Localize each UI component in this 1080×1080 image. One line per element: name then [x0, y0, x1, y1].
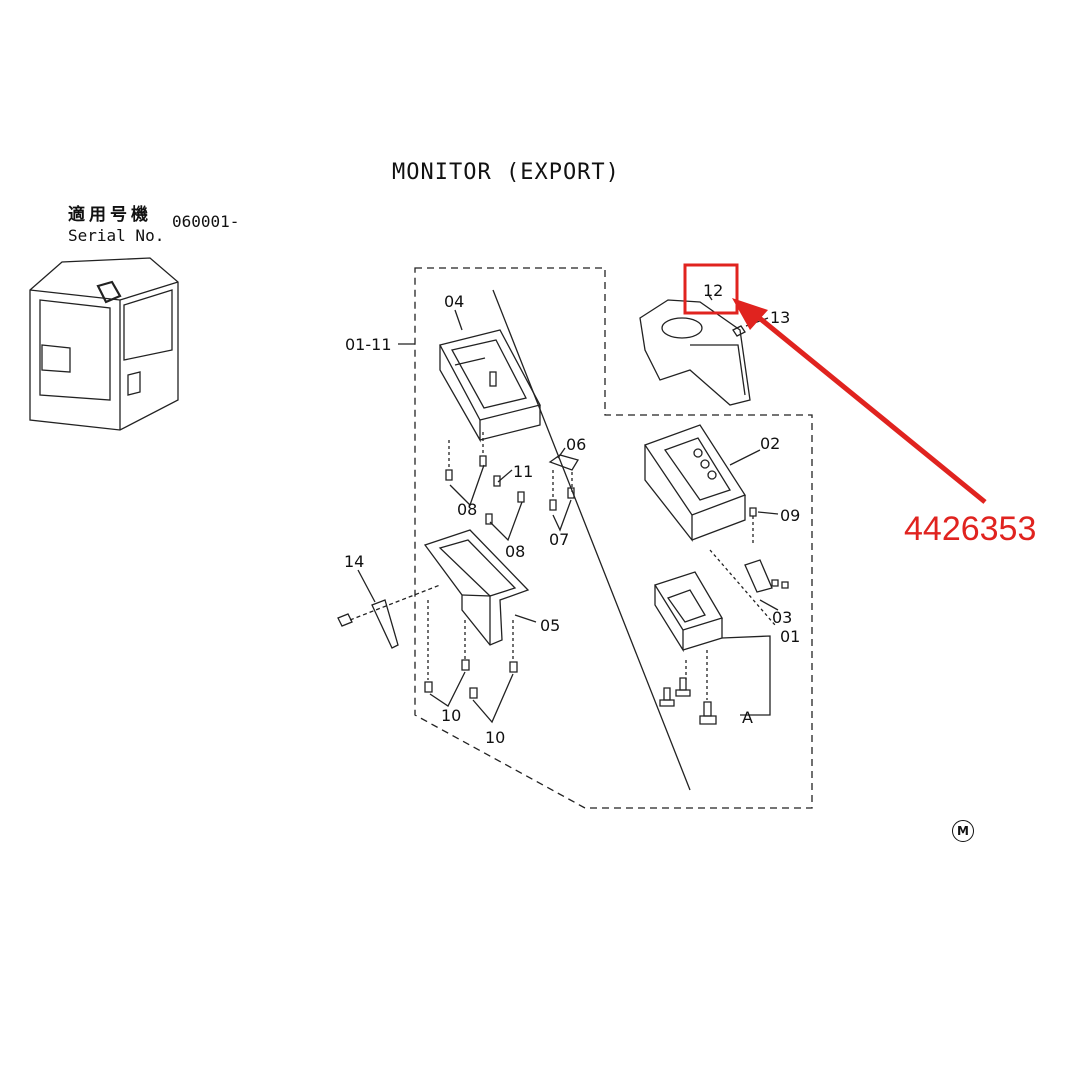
- diagram-title: MONITOR (EXPORT): [392, 160, 620, 185]
- serial-value: 060001-: [172, 212, 240, 231]
- callout-03: 03: [772, 608, 793, 627]
- callout-08-a: 08: [457, 500, 478, 519]
- part-03: [744, 559, 789, 611]
- callout-02: 02: [760, 434, 781, 453]
- callout-06: 06: [566, 435, 587, 454]
- part-number-label: 4426353: [904, 510, 1037, 548]
- part-06: [548, 447, 579, 532]
- part-A: [659, 650, 717, 725]
- serial-label: Serial No.: [68, 226, 165, 245]
- callout-01: 01: [780, 627, 801, 646]
- callout-14: 14: [344, 552, 365, 571]
- callout-05: 05: [540, 616, 561, 635]
- callout-12: 12: [703, 281, 724, 300]
- callout-13: 13: [770, 308, 791, 327]
- highlight-annotation: [683, 263, 987, 504]
- part-05: [423, 529, 537, 646]
- assembly-boundary: [414, 267, 813, 809]
- callout-10-b: 10: [485, 728, 506, 747]
- screws-10: [424, 600, 518, 724]
- callout-08-b: 08: [505, 542, 526, 561]
- part-14: [337, 569, 441, 649]
- callout-01-11: 01-11: [345, 335, 392, 354]
- callout-11: 11: [513, 462, 534, 481]
- callout-10-a: 10: [441, 706, 462, 725]
- serial-label-cjk: 適用号機: [68, 205, 152, 225]
- footer-circle-mark: M: [952, 820, 974, 842]
- part-01: [654, 571, 771, 716]
- part-02: [643, 424, 761, 542]
- callout-09: 09: [780, 506, 801, 525]
- callout-07: 07: [549, 530, 570, 549]
- part-09: [749, 507, 779, 545]
- callout-04: 04: [444, 292, 465, 311]
- screws-08: [445, 432, 525, 542]
- callout-A: A: [742, 708, 753, 727]
- cab-illustration: [29, 257, 179, 431]
- part-04: [439, 309, 541, 443]
